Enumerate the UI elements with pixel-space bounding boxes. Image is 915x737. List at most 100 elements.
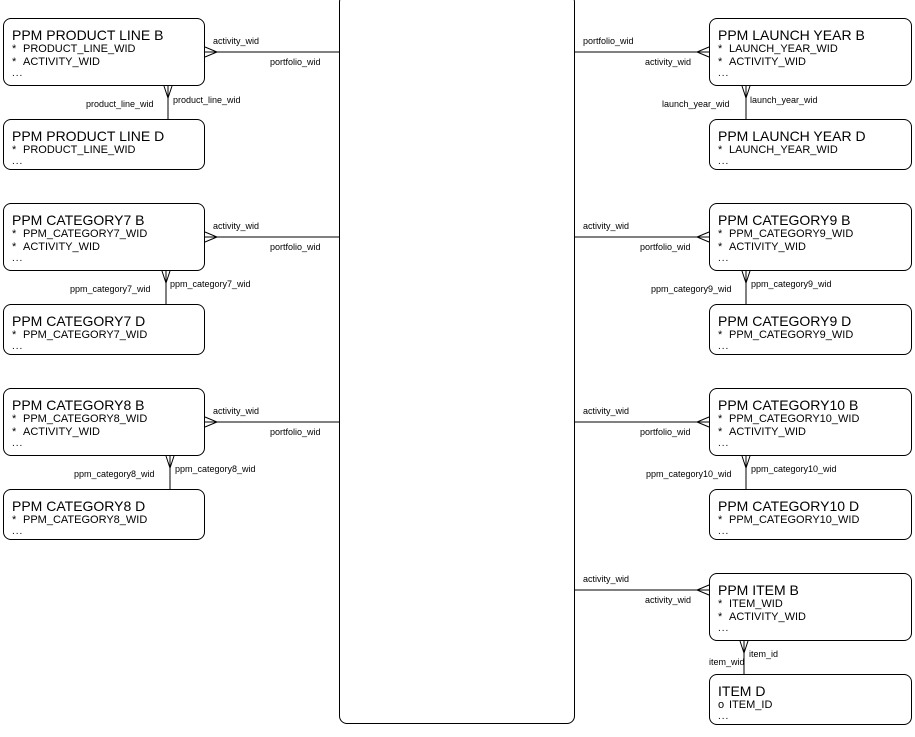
entity-ppm-category7-b[interactable]: PPM CATEGORY7 B*PPM_CATEGORY7_WID*ACTIVI…	[3, 203, 205, 271]
attribute-marker: *	[12, 426, 17, 438]
attribute-marker: *	[718, 241, 723, 253]
crows-foot-icon	[161, 270, 171, 285]
entity-ppm-product-line-b[interactable]: PPM PRODUCT LINE B*PRODUCT_LINE_WID* ACTI…	[3, 18, 205, 86]
attribute-name: ACTIVITY_WID	[729, 426, 807, 438]
crows-foot-icon	[741, 455, 751, 470]
entity-attribute: *PPM_CATEGORY9_WID	[718, 228, 911, 241]
attribute-name: PPM_CATEGORY7_WID	[23, 228, 148, 240]
attribute-name: ACTIVITY_WID	[729, 241, 807, 253]
attribute-name: PPM_CATEGORY7_WID	[23, 329, 148, 341]
relationship-label: portfolio_wid	[270, 427, 321, 437]
entity-attribute: *PRODUCT_LINE_WID	[12, 43, 204, 56]
relationship-label: ppm_category10_wid	[751, 464, 837, 474]
attribute-name: ACTIVITY_WID	[23, 56, 101, 68]
entity-ppm-launch-year-b[interactable]: PPM LAUNCH YEAR B*LAUNCH_YEAR_WID* ACTIVI…	[709, 18, 912, 86]
attribute-name: PPM_CATEGORY9_WID	[729, 228, 854, 240]
entity-more-ellipsis: ...	[12, 341, 24, 352]
entity-ppm-category10-b[interactable]: PPM CATEGORY10 B*PPM_CATEGORY10_WID*ACTI…	[709, 388, 912, 456]
crows-foot-icon	[165, 455, 175, 470]
crows-foot-icon	[741, 270, 751, 285]
entity-ppm-launch-year-d[interactable]: PPM LAUNCH YEAR D*LAUNCH_YEAR_WID...	[709, 119, 912, 170]
attribute-marker: *	[12, 56, 17, 68]
relationship-label: portfolio_wid	[583, 36, 634, 46]
entity-more-ellipsis: ...	[12, 253, 24, 264]
attribute-name: PRODUCT_LINE_WID	[23, 144, 136, 156]
relationship-label: activity_wid	[583, 574, 630, 584]
entity-attribute: *ACTIVITY_WID	[718, 611, 911, 624]
attribute-name: ACTIVITY_WID	[23, 241, 101, 253]
entity-title: PPM PRODUCT LINE D	[12, 128, 165, 144]
relationship-label: portfolio_wid	[270, 242, 321, 252]
attribute-name: PPM_CATEGORY9_WID	[729, 329, 854, 341]
entity-title: PPM LAUNCH YEAR D	[718, 128, 866, 144]
entity-more-ellipsis: ...	[12, 526, 24, 537]
attribute-marker: *	[12, 144, 17, 156]
relationship-label: ppm_category7_wid	[70, 284, 151, 294]
entity-more-ellipsis: ...	[12, 156, 24, 167]
relationship-label: launch_year_wid	[662, 99, 730, 109]
attribute-name: LAUNCH_YEAR_WID	[729, 144, 838, 156]
entity-more-ellipsis: ...	[718, 438, 730, 449]
entity-attribute: *PPM_CATEGORY10_WID	[718, 514, 911, 527]
crows-foot-icon	[695, 46, 710, 58]
crows-foot-icon	[695, 416, 710, 428]
relationship-label: portfolio_wid	[640, 427, 691, 437]
relationship-label: ppm_category8_wid	[175, 464, 256, 474]
entity-ppm-item-b[interactable]: PPM ITEM B*ITEM_WID*ACTIVITY_WID...	[709, 573, 912, 641]
entity-center[interactable]	[339, 0, 575, 724]
relationship-label: portfolio_wid	[270, 57, 321, 67]
attribute-name: PPM_CATEGORY8_WID	[23, 514, 148, 526]
relationship-label: product_line_wid	[86, 99, 154, 109]
attribute-marker: *	[12, 329, 17, 341]
attribute-name: PPM_CATEGORY8_WID	[23, 413, 148, 425]
attribute-marker: *	[718, 329, 723, 341]
entity-attribute: * ACTIVITY_WID	[718, 56, 911, 69]
attribute-marker: *	[12, 228, 17, 240]
attribute-name: ITEM_WID	[729, 598, 783, 610]
attribute-name: ACTIVITY_WID	[729, 56, 807, 68]
entity-title: PPM LAUNCH YEAR B	[718, 27, 865, 43]
entity-ppm-product-line-d[interactable]: PPM PRODUCT LINE D* PRODUCT_LINE_WID...	[3, 119, 205, 170]
entity-ppm-category9-d[interactable]: PPM CATEGORY9 D* PPM_CATEGORY9_WID...	[709, 304, 912, 355]
relationship-label: activity_wid	[583, 221, 630, 231]
attribute-marker: *	[718, 611, 723, 623]
entity-title: PPM CATEGORY9 B	[718, 212, 851, 228]
entity-title: PPM PRODUCT LINE B	[12, 27, 164, 43]
entity-attribute: *LAUNCH_YEAR_WID	[718, 43, 911, 56]
entity-attribute: * PPM_CATEGORY8_WID	[12, 413, 204, 426]
attribute-marker: *	[718, 56, 723, 68]
attribute-marker: *	[12, 413, 17, 425]
entity-ppm-category7-d[interactable]: PPM CATEGORY7 D* PPM_CATEGORY7_WID...	[3, 304, 205, 355]
relationship-label: product_line_wid	[173, 95, 241, 105]
entity-ppm-category8-b[interactable]: PPM CATEGORY8 B*PPM_CATEGORY8_WID*ACTIVI…	[3, 388, 205, 456]
entity-title: PPM CATEGORY7 B	[12, 212, 145, 228]
attribute-marker: *	[718, 144, 723, 156]
entity-title: PPM CATEGORY7 D	[12, 313, 146, 329]
entity-title: PPM CATEGORY10 D	[718, 498, 860, 514]
attribute-marker: *	[12, 43, 17, 55]
entity-more-ellipsis: ...	[718, 341, 730, 352]
entity-title: PPM CATEGORY9 D	[718, 313, 852, 329]
entity-ppm-category8-d[interactable]: PPM CATEGORY8 D*PPM_CATEGORY8_WID...	[3, 489, 205, 540]
entity-ppm-category9-b[interactable]: PPM CATEGORY9 B*PPM_CATEGORY9_WID* ACTIVI…	[709, 203, 912, 271]
crows-foot-icon	[741, 85, 751, 100]
entity-attribute: *ACTIVITY_WID	[12, 426, 204, 439]
relationship-label: ppm_category9_wid	[751, 279, 832, 289]
attribute-marker: *	[12, 241, 17, 253]
entity-title: ITEM D	[718, 683, 766, 699]
crows-foot-icon	[695, 584, 710, 596]
entity-attribute: * ACTIVITY_WID	[12, 56, 204, 69]
entity-title: PPM CATEGORY8 B	[12, 397, 145, 413]
attribute-name: PPM_CATEGORY10_WID	[729, 514, 860, 526]
relationship-label: activity_wid	[213, 36, 260, 46]
entity-ppm-category10-d[interactable]: PPM CATEGORY10 D*PPM_CATEGORY10_WID...	[709, 489, 912, 540]
relationship-label: portfolio_wid	[640, 242, 691, 252]
attribute-marker: *	[718, 43, 723, 55]
entity-title: PPM CATEGORY8 D	[12, 498, 146, 514]
entity-more-ellipsis: ...	[718, 526, 730, 537]
relationship-label: activity_wid	[645, 57, 692, 67]
relationship-label: ppm_category9_wid	[651, 284, 732, 294]
